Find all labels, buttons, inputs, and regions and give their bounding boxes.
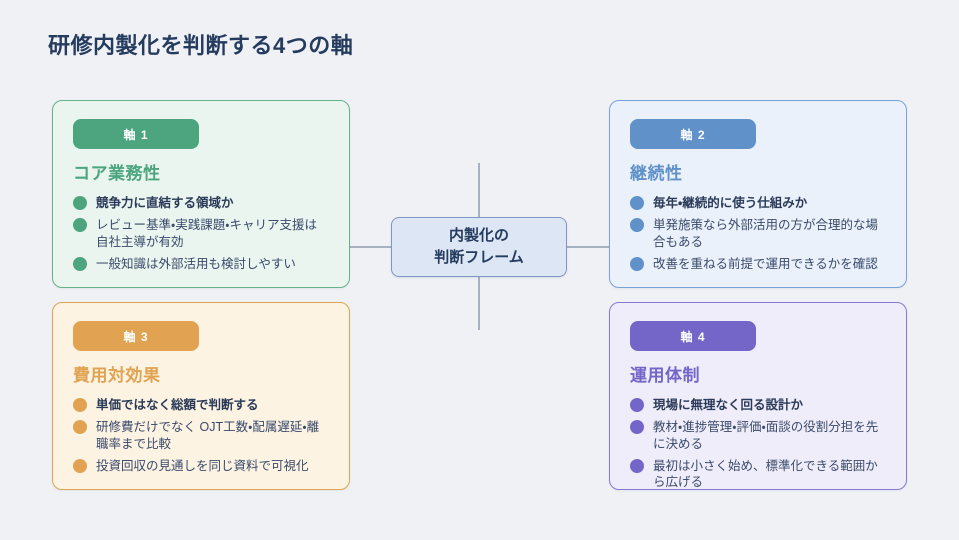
card3-bullet-list: 単価ではなく総額で判断する 研修費だけでなく OJT工数・配属遅延・離職率まで比… xyxy=(73,397,329,474)
card-operation-structure: 軸 4 運用体制 現場に無理なく回る設計か 教材・進捗管理・評価・面談の役割分担… xyxy=(609,302,907,490)
bullet-item: 研修費だけでなく OJT工数・配属遅延・離職率まで比較 xyxy=(73,419,329,452)
card4-bullet-list: 現場に無理なく回る設計か 教材・進捗管理・評価・面談の役割分担を先に決める 最初… xyxy=(630,397,886,490)
bullet-text: レビュー基準・実践課題・キャリア支援は自社主導が有効 xyxy=(96,218,318,249)
bullet-item: 改善を重ねる前提で運用できるかを確認 xyxy=(630,256,886,272)
bullet-text: 単価ではなく総額で判断する xyxy=(96,398,259,412)
axis1-badge-label: 軸 1 xyxy=(123,127,149,142)
bullet-dot-icon xyxy=(73,420,87,435)
bullet-dot-icon xyxy=(73,458,87,473)
card2-bullet-list: 毎年・継続的に使う仕組みか 単発施策なら外部活用の方が合理的な場合もある 改善を… xyxy=(630,195,886,272)
bullet-text: 教材・進捗管理・評価・面談の役割分担を先に決める xyxy=(653,420,879,451)
bullet-item: 投資回収の見通しを同じ資料で可視化 xyxy=(73,458,329,474)
bullet-item: 現場に無理なく回る設計か xyxy=(630,397,886,413)
center-frame-node: 内製化の 判断フレーム xyxy=(391,217,567,277)
bullet-dot-icon xyxy=(630,256,644,271)
bullet-dot-icon xyxy=(630,398,644,412)
page-title: 研修内製化を判断する4つの軸 xyxy=(48,33,354,58)
bullet-dot-icon xyxy=(630,218,644,233)
axis3-badge-label: 軸 3 xyxy=(123,329,149,344)
bullet-dot-icon xyxy=(73,256,87,271)
bullet-text: 研修費だけでなく OJT工数・配属遅延・離職率まで比較 xyxy=(96,420,320,451)
bullet-text: 改善を重ねる前提で運用できるかを確認 xyxy=(653,256,878,271)
bullet-dot-icon xyxy=(73,218,87,233)
axis2-badge-label: 軸 2 xyxy=(680,127,706,142)
bullet-dot-icon xyxy=(73,398,87,412)
card1-bullet-list: 競争力に直結する領域か レビュー基準・実践課題・キャリア支援は自社主導が有効 一… xyxy=(73,195,329,272)
bullet-text: 最初は小さく始め、標準化できる範囲から広げる xyxy=(653,458,878,489)
card-cost-effectiveness: 軸 3 費用対効果 単価ではなく総額で判断する 研修費だけでなく OJT工数・配… xyxy=(52,302,350,490)
axis1-badge: 軸 1 xyxy=(73,119,199,149)
bullet-dot-icon xyxy=(630,420,644,435)
bullet-text: 競争力に直結する領域か xyxy=(96,196,234,210)
bullet-item: 最初は小さく始め、標準化できる範囲から広げる xyxy=(630,458,886,491)
center-frame-line2: 判断フレーム xyxy=(434,249,524,266)
bullet-dot-icon xyxy=(630,458,644,473)
bullet-text: 現場に無理なく回る設計か xyxy=(653,398,804,412)
bullet-text: 単発施策なら外部活用の方が合理的な場合もある xyxy=(653,218,879,249)
bullet-item: 競争力に直結する領域か xyxy=(73,195,329,211)
bullet-item: 一般知識は外部活用も検討しやすい xyxy=(73,256,329,272)
card4-title: 運用体制 xyxy=(630,366,700,385)
axis2-badge: 軸 2 xyxy=(630,119,756,149)
bullet-text: 毎年・継続的に使う仕組みか xyxy=(653,196,808,210)
bullet-text: 投資回収の見通しを同じ資料で可視化 xyxy=(96,458,309,473)
card3-title: 費用対効果 xyxy=(73,366,161,385)
axis4-badge-label: 軸 4 xyxy=(680,329,706,344)
bullet-item: 単発施策なら外部活用の方が合理的な場合もある xyxy=(630,217,886,250)
bullet-item: 毎年・継続的に使う仕組みか xyxy=(630,195,886,211)
center-frame-line1: 内製化の xyxy=(448,227,509,245)
bullet-text: 一般知識は外部活用も検討しやすい xyxy=(96,256,296,271)
card1-title: コア業務性 xyxy=(73,164,161,183)
bullet-item: レビュー基準・実践課題・キャリア支援は自社主導が有効 xyxy=(73,217,329,250)
bullet-dot-icon xyxy=(630,196,644,210)
axis4-badge: 軸 4 xyxy=(630,321,756,351)
bullet-dot-icon xyxy=(73,196,87,210)
bullet-item: 教材・進捗管理・評価・面談の役割分担を先に決める xyxy=(630,419,886,452)
card2-title: 継続性 xyxy=(630,164,683,183)
axis3-badge: 軸 3 xyxy=(73,321,199,351)
card-continuity: 軸 2 継続性 毎年・継続的に使う仕組みか 単発施策なら外部活用の方が合理的な場… xyxy=(609,100,907,288)
bullet-item: 単価ではなく総額で判断する xyxy=(73,397,329,413)
card-core-business: 軸 1 コア業務性 競争力に直結する領域か レビュー基準・実践課題・キャリア支援… xyxy=(52,100,350,288)
